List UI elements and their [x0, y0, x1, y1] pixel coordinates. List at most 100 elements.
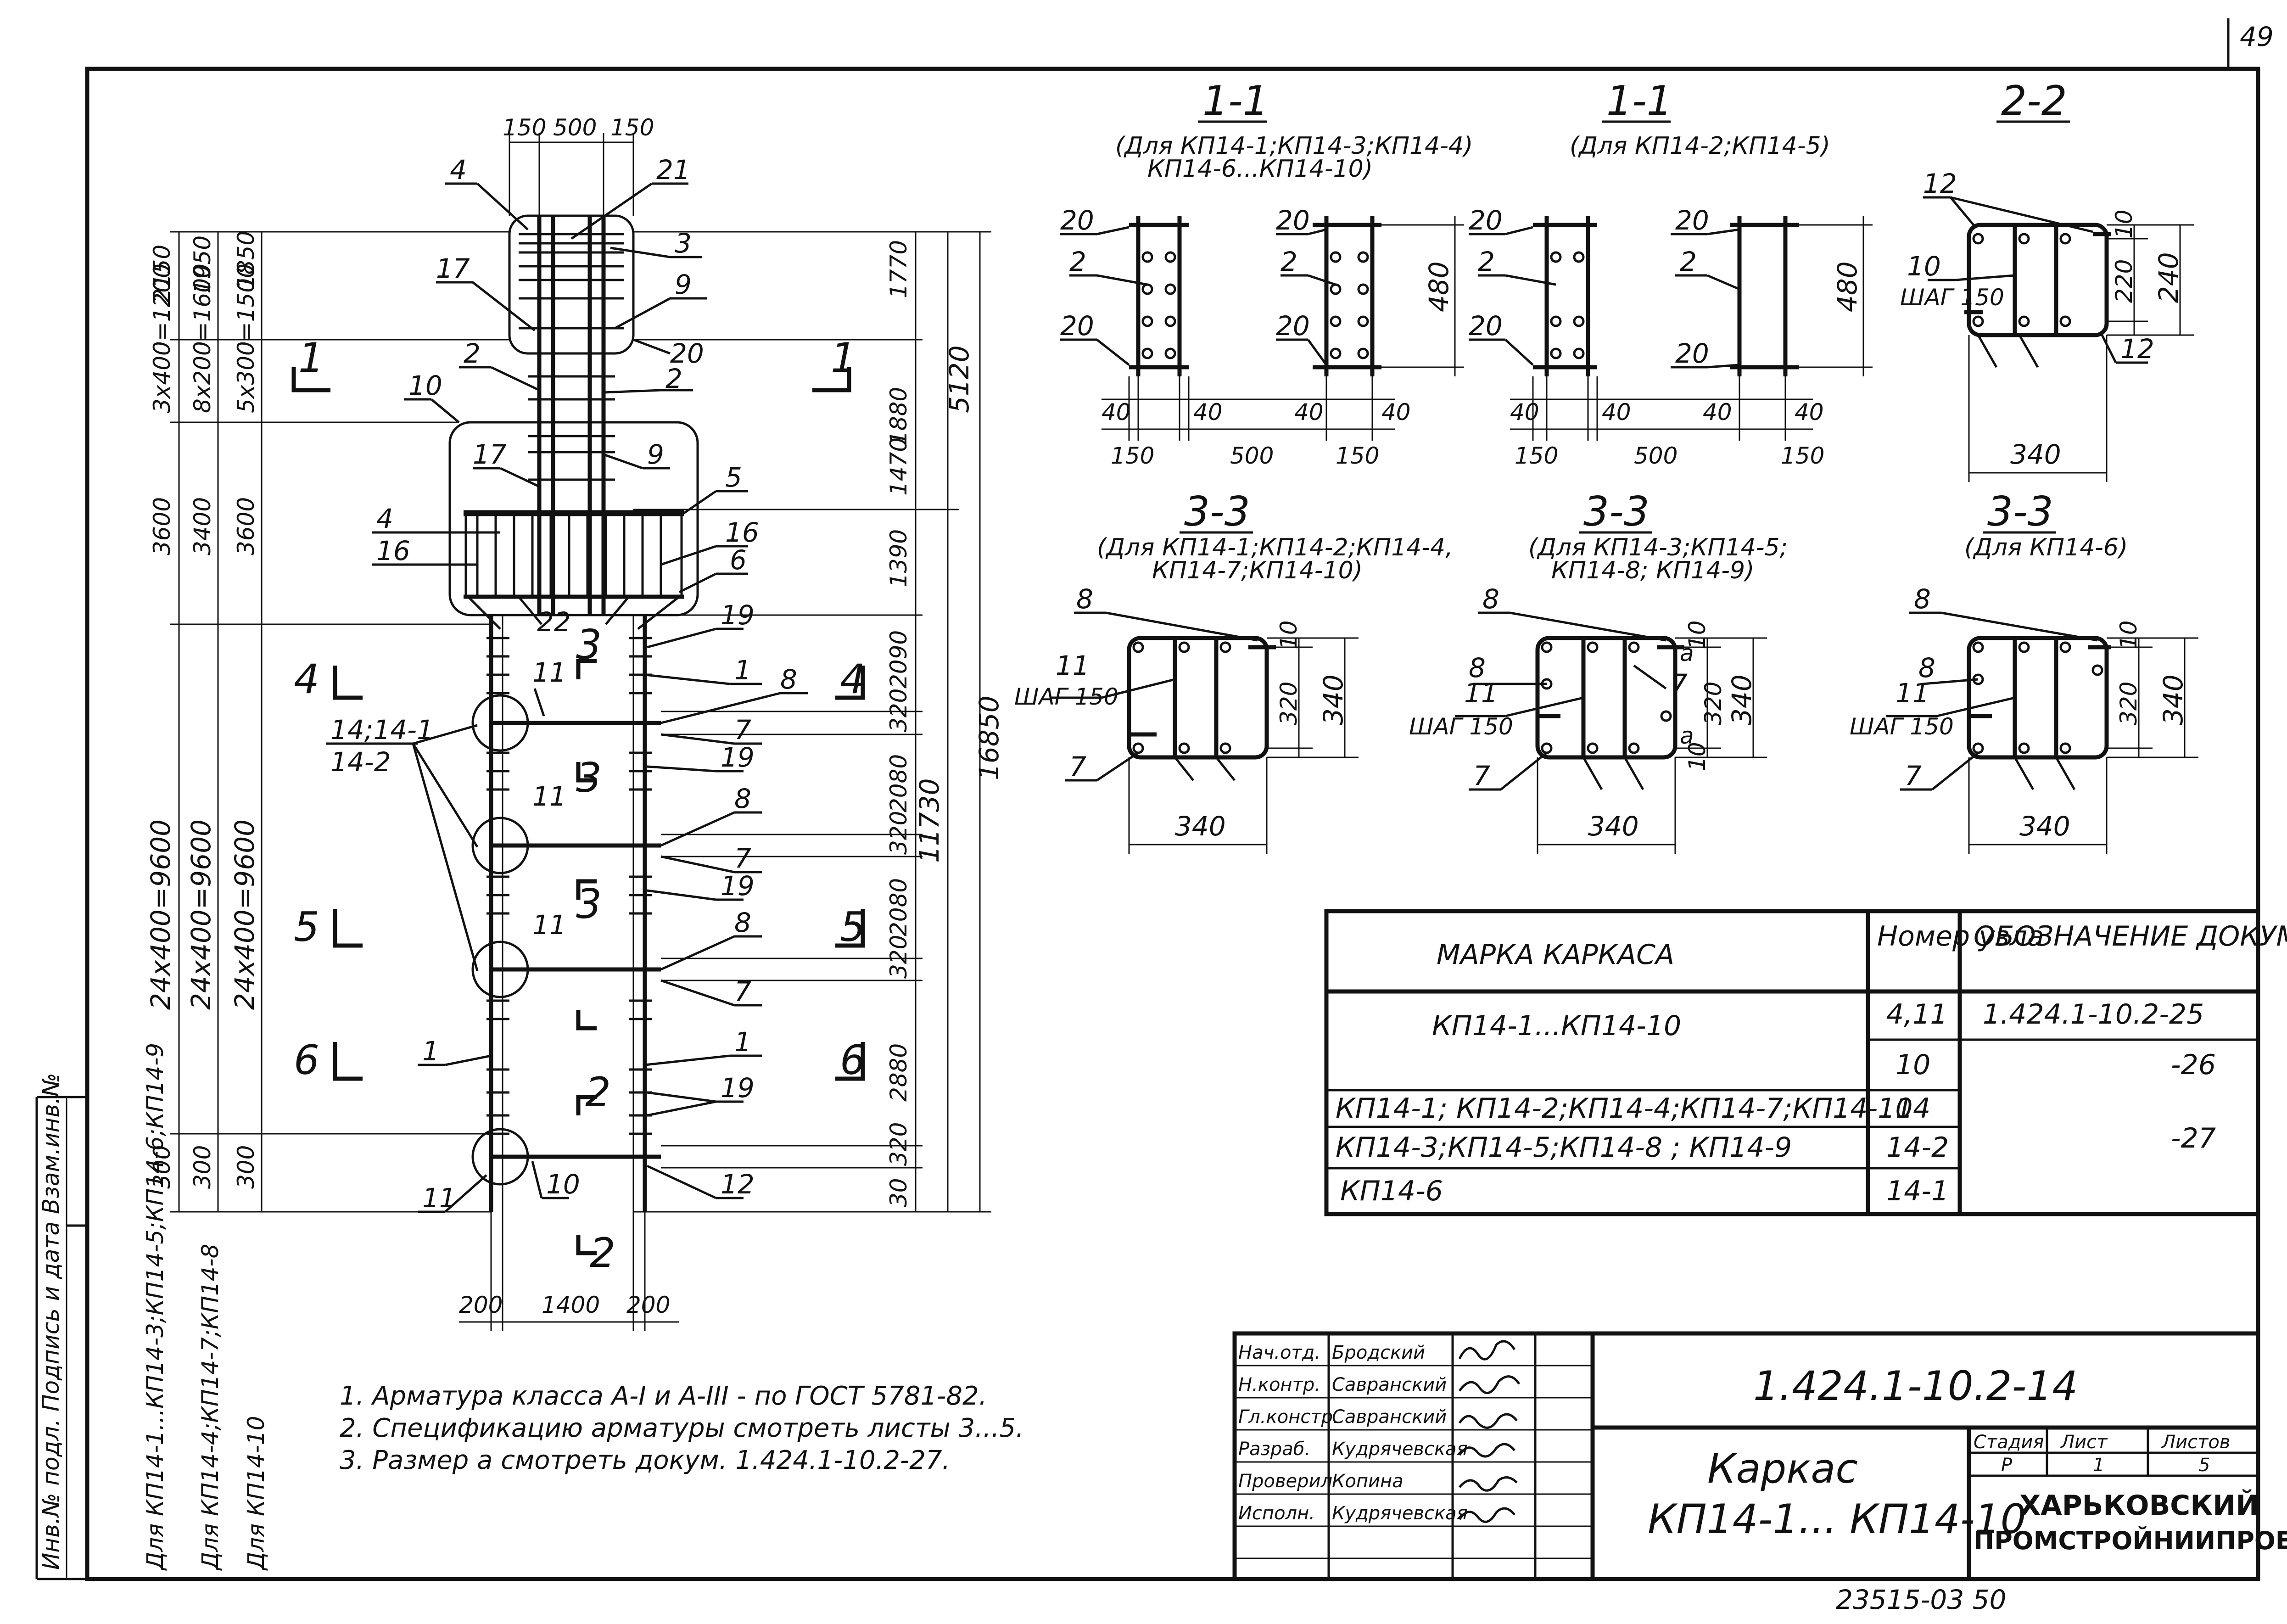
- s33b-dim-320: 320: [1700, 682, 1727, 725]
- left-dim-c2-0: 1950: [189, 235, 216, 294]
- s33c-mark-8-a: 8: [1914, 583, 1931, 615]
- s11a-mark-20-c: 20: [1276, 205, 1310, 236]
- mark-17-top: 17: [436, 253, 470, 284]
- mark-1-left: 1: [422, 1036, 439, 1067]
- section-2-2: 2-2 12 10 ШАГ 150 12 10 220 240 340: [1900, 77, 2194, 482]
- s22-mark-step: ШАГ 150: [1900, 284, 2004, 311]
- spec-row-2-node: 10: [1896, 1049, 1930, 1081]
- s22-dim-340: 340: [2010, 439, 2061, 470]
- section-1-1-a-title: 1-1: [1202, 77, 1269, 124]
- s33a-dim-10: 10: [1275, 620, 1302, 650]
- section-mark-1-left: 1: [298, 334, 324, 381]
- s11a-mark-20-b: 20: [1060, 310, 1094, 342]
- section-1-1-a-subtitle-1: (Для КП14-1;КП14-3;КП14-4): [1115, 132, 1473, 160]
- s22-dim-220: 220: [2111, 259, 2137, 303]
- mark-17-mid: 17: [473, 439, 507, 470]
- left-dim-c1-0: 2150: [149, 245, 175, 303]
- section-mark-6-left: 6: [294, 1036, 319, 1084]
- mark-22: 22: [537, 606, 571, 638]
- tb-role-3: Гл.констр.: [1238, 1406, 1339, 1428]
- spec-header-node: Номер узла: [1877, 920, 2044, 952]
- s11b-mark-20-b: 20: [1469, 310, 1503, 342]
- tb-name-1: Бродский: [1332, 1342, 1425, 1363]
- s11b-mark-20-d: 20: [1675, 338, 1709, 369]
- s11a-dim-40-b: 40: [1193, 399, 1223, 426]
- left-dim-c3-4: 300: [233, 1145, 259, 1189]
- left-dim-c1-3: 24x400=9600: [145, 819, 176, 1010]
- s11a-mark-20-a: 20: [1060, 205, 1094, 236]
- section-3-3-a-title: 3-3: [1184, 488, 1250, 535]
- left-dim-c1-4: 300: [149, 1145, 175, 1189]
- mid-head-outline: [448, 421, 699, 616]
- spec-table: МАРКА КАРКАСА Номер узла ОБОЗНАЧЕНИЕ ДОК…: [1324, 909, 2287, 1216]
- tb-role-6: Исполн.: [1238, 1503, 1315, 1524]
- mark-11-b: 11: [532, 781, 566, 812]
- left-strip: Инв.№ подл. Подпись и дата Взам.инв.№ Дл…: [35, 1043, 269, 1580]
- mark-7-a: 7: [734, 714, 751, 745]
- right-dim-6: 2080: [885, 754, 912, 812]
- elevation-view: 150 500 150 200 1400 200 2150 3x400=1200…: [145, 114, 1005, 1331]
- s33b-dim-340-v: 340: [1726, 674, 1757, 725]
- s33a-mark-11: 11: [1056, 650, 1090, 681]
- tb-doc-code: 1.424.1-10.2-14: [1753, 1362, 2078, 1410]
- right-dim-5: 320: [885, 689, 912, 732]
- mark-2-sec-a: 2: [585, 1069, 611, 1116]
- left-dim-c3-2: 3600: [233, 497, 259, 555]
- spec-row-1-node: 4,11: [1886, 998, 1948, 1030]
- tb-org-1: ХАРЬКОВСКИЙ: [2019, 1489, 2259, 1522]
- section-1-1-b-subtitle-1: (Для КП14-2;КП14-5): [1570, 132, 1830, 160]
- mark-16-left: 16: [376, 535, 410, 566]
- tb-role-2: Н.контр.: [1238, 1374, 1320, 1395]
- tb-name-4: Кудрячевская: [1332, 1439, 1468, 1460]
- mark-21: 21: [656, 154, 690, 185]
- s33a-dim-340-v: 340: [1318, 674, 1349, 725]
- mark-6: 6: [730, 544, 747, 576]
- mark-19-c: 19: [721, 870, 755, 902]
- mark-20: 20: [670, 338, 704, 369]
- right-total-b: 11730: [914, 778, 945, 863]
- s33c-dim-340-v: 340: [2158, 674, 2189, 725]
- tb-stage-value: Р: [2001, 1455, 2013, 1476]
- s11b-mark-2-a: 2: [1478, 246, 1495, 277]
- right-dim-1: 1880: [885, 387, 912, 445]
- column-label-2: Для КП14-4;КП14-7;КП14-8: [197, 1244, 224, 1571]
- left-dim-c2-2: 3400: [189, 497, 216, 555]
- s22-dim-10: 10: [2111, 209, 2137, 239]
- left-dim-c3-0: 1850: [233, 231, 259, 289]
- s11a-dim-40-d: 40: [1381, 399, 1411, 426]
- right-dim-3: 1390: [885, 529, 912, 588]
- s33b-mark-8-a: 8: [1482, 583, 1499, 615]
- s11a-mark-2-b: 2: [1280, 246, 1297, 277]
- right-dim-7: 320: [885, 811, 912, 855]
- mark-1-right: 1: [734, 1026, 751, 1058]
- section-3-3-c-subtitle-1: (Для КП14-6): [1964, 534, 2128, 561]
- right-dim-9: 320: [885, 935, 912, 979]
- right-dim-0: 1770: [885, 240, 912, 298]
- note-3: 3. Размер a смотреть докум. 1.424.1-10.2…: [340, 1445, 950, 1475]
- mark-12-bottom: 12: [721, 1169, 755, 1200]
- mark-10-bottom: 10: [546, 1169, 580, 1200]
- s11b-dim-150-a: 150: [1515, 442, 1558, 469]
- column-label-3: Для КП14-10: [243, 1416, 269, 1571]
- right-total-c: 16850: [973, 695, 1005, 780]
- left-dim-c2-4: 300: [189, 1145, 216, 1189]
- section-3-3-c: 3-3 (Для КП14-6) 8 8 11 ШАГ 150 7 10 320…: [1850, 488, 2198, 854]
- node-circle-3: [471, 941, 529, 998]
- tb-name-2: Савранский: [1332, 1374, 1447, 1395]
- signature-3: [1458, 1413, 1518, 1429]
- section-mark-4-left: 4: [294, 655, 319, 703]
- s11b-dim-480: 480: [1832, 261, 1863, 312]
- s11b-dim-40-a: 40: [1510, 399, 1539, 426]
- s33c-mark-7: 7: [1905, 760, 1922, 791]
- s22-mark-12-bottom: 12: [2120, 333, 2154, 364]
- section-mark-4-right: 4: [840, 655, 866, 703]
- mark-19-a: 19: [721, 599, 755, 631]
- s11b-dim-150-b: 150: [1781, 442, 1824, 469]
- s33b-dim-a-bottom: a: [1680, 722, 1694, 749]
- mark-8-b: 8: [734, 783, 751, 814]
- s33c-dim-10: 10: [2115, 620, 2142, 650]
- section-mark-5-right: 5: [840, 903, 866, 951]
- s22-mark-12-top: 12: [1923, 168, 1957, 199]
- s33a-dim-340-h: 340: [1175, 811, 1226, 842]
- mark-11-d: 11: [422, 1182, 456, 1214]
